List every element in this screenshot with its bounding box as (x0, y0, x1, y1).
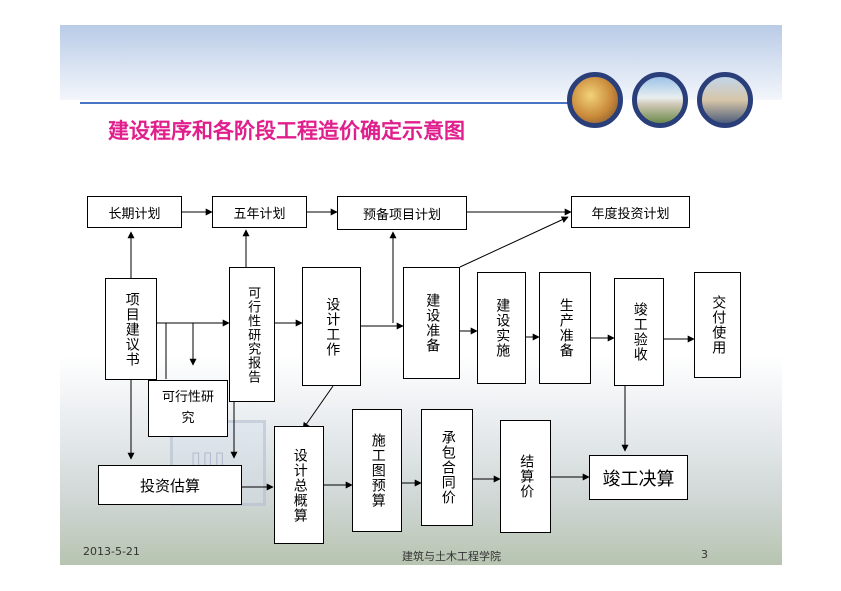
completion-acceptance-label: 竣工验收 (631, 302, 648, 362)
footer-date: 2013-5-21 (83, 545, 140, 558)
slide-title: 建设程序和各阶段工程造价确定示意图 (108, 119, 465, 143)
design-budget-label: 设计总概算 (291, 447, 308, 523)
final-accounts-box: 竣工决算 (589, 455, 688, 500)
arrow-prep-to-annual (459, 216, 569, 268)
delivery-label: 交付使用 (710, 295, 727, 355)
settlement-price-box: 结算价 (500, 420, 551, 533)
title-rule (80, 102, 570, 104)
annual-investment-plan-box: 年度投资计划 (571, 196, 690, 228)
project-proposal-label: 项目建议书 (123, 291, 140, 367)
footer-page-number: 3 (701, 548, 708, 561)
background-sign-glyphs: ▯▯▯ (191, 448, 227, 469)
construction-prep-box: 建设准备 (403, 267, 460, 379)
design-work-box: 设计工作 (302, 267, 361, 386)
reserve-project-plan-box: 预备项目计划 (337, 196, 467, 230)
delivery-box: 交付使用 (694, 272, 741, 378)
production-prep-label: 生产准备 (557, 298, 574, 358)
design-budget-box: 设计总概算 (274, 426, 324, 544)
feasibility-study-box: 可行性研究 (148, 380, 228, 437)
drawing-budget-label: 施工图预算 (369, 433, 386, 508)
interior-photo (567, 72, 623, 128)
drawing-budget-box: 施工图预算 (352, 409, 402, 532)
completion-acceptance-box: 竣工验收 (614, 278, 664, 386)
project-proposal-box: 项目建议书 (105, 278, 157, 380)
footer-institution: 建筑与土木工程学院 (402, 550, 501, 563)
family-photo (697, 72, 753, 128)
construction-box: 建设实施 (477, 272, 526, 384)
contract-price-box: 承包合同价 (421, 409, 473, 526)
construction-label: 建设实施 (494, 298, 511, 358)
design-work-label: 设计工作 (324, 296, 341, 357)
feasibility-report-box: 可行性研究报告 (229, 267, 275, 402)
arrow-design-to-budget (302, 385, 334, 430)
production-prep-box: 生产准备 (539, 272, 591, 384)
settlement-price-label: 结算价 (518, 454, 535, 499)
five-year-plan-box: 五年计划 (212, 196, 307, 228)
feasibility-report-label: 可行性研究报告 (245, 285, 261, 384)
long-term-plan-box: 长期计划 (87, 196, 182, 228)
construction-prep-label: 建设准备 (424, 293, 441, 353)
contract-price-label: 承包合同价 (439, 430, 456, 505)
investment-estimate-box: 投资估算 (98, 465, 242, 505)
house-photo (632, 72, 688, 128)
